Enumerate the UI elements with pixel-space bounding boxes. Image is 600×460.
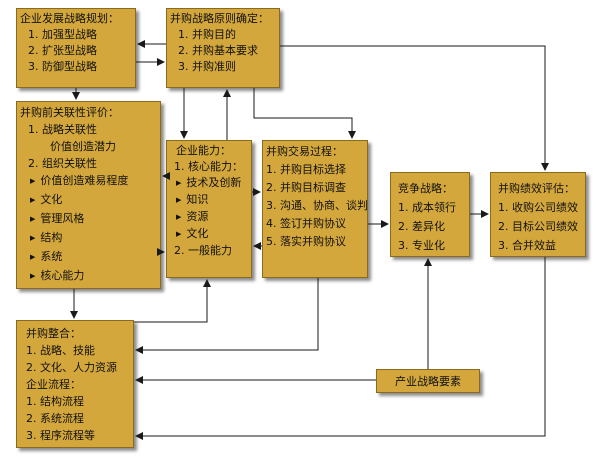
pre-eval-item-7: 结构: [20, 229, 157, 248]
pre-eval-item-2: 价值创造潜力: [50, 140, 116, 153]
pre-eval-item-3: 2. 组织关联性: [28, 157, 97, 170]
strategy-item-1: 1. 加强型战略: [28, 28, 97, 41]
arrow-process-to-integration: [135, 278, 319, 354]
competitive-item-1: 1. 成本领行: [398, 201, 456, 214]
integration-box: 并购整合： 1. 战略、技能 2. 文化、人力资源 企业流程： 1. 结构流程 …: [16, 320, 134, 448]
strategy-planning-box: 企业发展战略规划： 1. 加强型战略 2. 扩张型战略 3. 防御型战略: [16, 8, 136, 88]
principles-item-3: 3. 并购准则: [178, 60, 236, 73]
strategy-item-3: 3. 防御型战略: [28, 60, 97, 73]
performance-title: 并购绩效评估：: [498, 182, 575, 195]
competitive-item-2: 2. 差异化: [398, 220, 445, 233]
capability-item-5: 文化: [170, 226, 248, 243]
integration-item-1: 1. 战略、技能: [26, 344, 95, 357]
capability-title: 企业能力：: [176, 144, 231, 157]
integration-item-4: 2. 系统流程: [26, 412, 84, 425]
capability-item-4: 资源: [170, 209, 248, 226]
integration-item-2: 2. 文化、人力资源: [26, 361, 117, 374]
pre-eval-item-1: 1. 战略关联性: [28, 123, 97, 136]
pre-merger-evaluation-box: 并购前关联性评价： 1. 战略关联性 价值创造潜力 2. 组织关联性 价值创造难…: [16, 101, 161, 289]
integration-item-5: 3. 程序流程等: [26, 429, 95, 442]
pre-eval-title: 并购前关联性评价：: [20, 106, 119, 119]
process-item-3: 3. 沟通、协商、谈判: [266, 199, 368, 212]
principles-title: 并购战略原则确定：: [170, 12, 269, 25]
principles-item-1: 1. 并购目的: [178, 28, 236, 41]
process-title: 并购交易过程：: [266, 145, 343, 158]
arrow-principles-to-process: [253, 88, 356, 139]
strategy-planning-title: 企业发展战略规划：: [20, 12, 119, 25]
performance-evaluation-box: 并购绩效评估： 1. 收购公司绩效 2. 目标公司绩效 3. 合并效益: [490, 172, 586, 257]
process-item-1: 1. 并购目标选择: [266, 163, 346, 176]
strategy-item-2: 2. 扩张型战略: [28, 44, 97, 57]
capability-item-3: 知识: [170, 192, 248, 209]
process-item-5: 5. 落实并购协议: [266, 235, 346, 248]
arrow-performance-to-integration: [135, 257, 546, 440]
pre-eval-item-8: 系统: [20, 248, 157, 267]
process-item-4: 4. 签订并购协议: [266, 217, 346, 230]
capability-item-2: 技术及创新: [170, 175, 248, 192]
pre-eval-item-5: 文化: [20, 191, 157, 210]
integration-item-3: 1. 结构流程: [26, 395, 84, 408]
process-item-2: 2. 并购目标调查: [266, 181, 346, 194]
performance-item-3: 3. 合并效益: [498, 239, 556, 252]
pre-eval-item-6: 管理风格: [20, 210, 157, 229]
capability-item-6: 2. 一般能力: [174, 244, 232, 257]
capability-item-1: 1. 核心能力：: [174, 160, 243, 173]
industry-strategy-factors-box: 产业战略要素: [376, 369, 480, 393]
performance-item-1: 1. 收购公司绩效: [498, 201, 578, 214]
competitive-item-3: 3. 专业化: [398, 239, 445, 252]
principles-item-2: 2. 并购基本要求: [178, 44, 258, 57]
competitive-title: 竞争战略：: [398, 182, 453, 195]
enterprise-capability-box: 企业能力： 1. 核心能力： 技术及创新 知识 资源 文化 2. 一般能力: [166, 140, 252, 278]
competitive-strategy-box: 竞争战略： 1. 成本领行 2. 差异化 3. 专业化: [390, 172, 470, 257]
principles-box: 并购战略原则确定： 1. 并购目的 2. 并购基本要求 3. 并购准则: [166, 8, 280, 88]
transaction-process-box: 并购交易过程： 1. 并购目标选择 2. 并购目标调查 3. 沟通、协商、谈判 …: [262, 140, 368, 278]
pre-eval-item-9: 核心能力: [20, 267, 157, 286]
integration-subtitle: 企业流程：: [26, 378, 81, 391]
performance-item-2: 2. 目标公司绩效: [498, 220, 578, 233]
integration-title: 并购整合：: [26, 327, 81, 340]
pre-eval-item-4: 价值创造难易程度: [20, 172, 157, 191]
industry-title: 产业战略要素: [395, 375, 461, 388]
